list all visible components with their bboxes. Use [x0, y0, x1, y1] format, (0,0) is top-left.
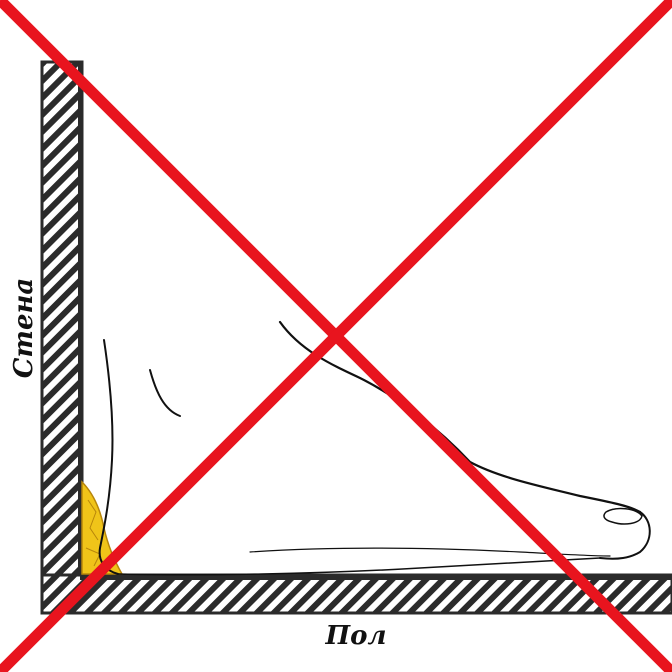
wall-hatch: [42, 62, 82, 584]
foot-shin-line: [149, 369, 181, 417]
wall-label: Стена: [9, 278, 39, 379]
heel-pad-crack-1: [87, 499, 99, 541]
foot-toe-line: [599, 511, 651, 560]
wall: [40, 60, 84, 586]
foot-outline: [98, 320, 651, 576]
foot-instep-line: [278, 320, 642, 514]
foot-sole-line: [117, 557, 601, 576]
foot-heel-line: [98, 339, 119, 575]
floor-outline: [40, 573, 672, 615]
floor-hatch: [42, 575, 672, 613]
floor-label: Пол: [325, 621, 387, 651]
foot-toenail: [603, 507, 643, 525]
foot-arch-line: [249, 547, 611, 557]
